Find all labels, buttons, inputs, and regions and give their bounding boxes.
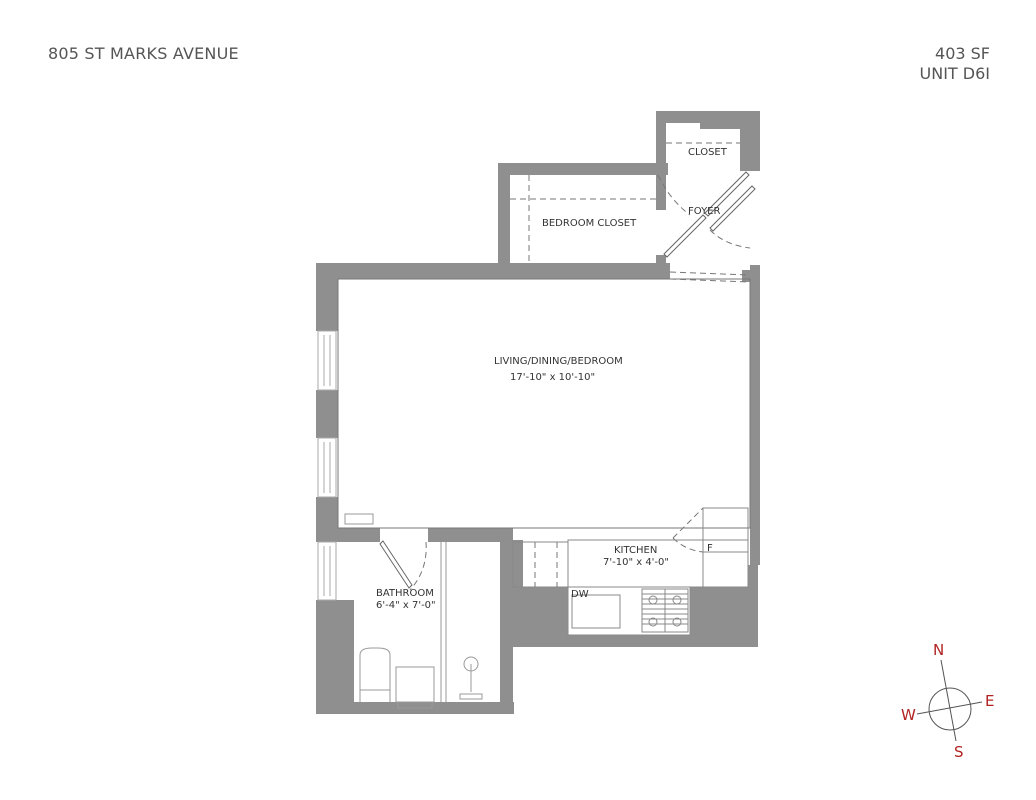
label-living: LIVING/DINING/BEDROOM bbox=[494, 356, 623, 367]
compass-rose: N S E W bbox=[901, 641, 994, 761]
compass-west: W bbox=[901, 706, 916, 724]
label-closet: CLOSET bbox=[688, 147, 728, 158]
room-outlines bbox=[337, 278, 751, 529]
unit-info: 403 SF UNIT D6I bbox=[920, 44, 990, 84]
unit-number: UNIT D6I bbox=[919, 64, 990, 83]
label-dishwasher: DW bbox=[571, 589, 589, 600]
compass-east: E bbox=[985, 692, 994, 710]
property-address: 805 ST MARKS AVENUE bbox=[48, 44, 239, 63]
dim-kitchen: 7'-10" x 4'-0" bbox=[603, 557, 669, 568]
kitchen-fixtures bbox=[512, 507, 749, 636]
unit-area: 403 SF bbox=[935, 44, 990, 63]
label-bedroom-closet: BEDROOM CLOSET bbox=[542, 218, 637, 229]
bathroom-fixtures bbox=[344, 513, 483, 709]
dim-living: 17'-10" x 10'-10" bbox=[510, 372, 595, 383]
compass-south: S bbox=[954, 743, 964, 761]
walls bbox=[316, 111, 760, 714]
dim-bathroom: 6'-4" x 7'-0" bbox=[376, 600, 436, 611]
compass-north: N bbox=[933, 641, 944, 659]
label-bathroom: BATHROOM bbox=[376, 588, 434, 599]
windows bbox=[317, 330, 337, 601]
label-fridge: F bbox=[707, 543, 713, 554]
label-kitchen: KITCHEN bbox=[614, 545, 657, 556]
label-foyer: FOYER bbox=[688, 206, 721, 217]
doors bbox=[379, 171, 756, 589]
